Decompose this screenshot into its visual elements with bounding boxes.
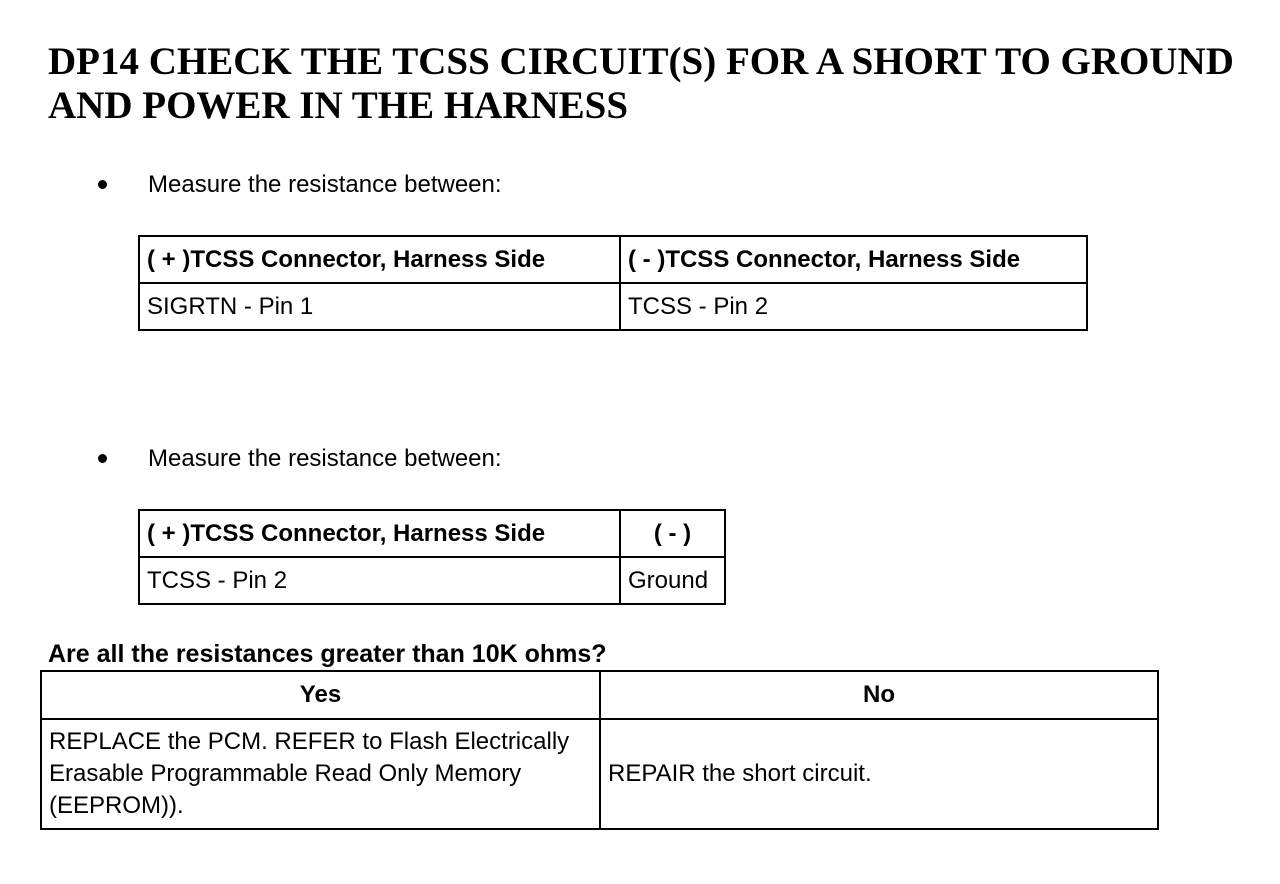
- plus-pin-cell: TCSS - Pin 2: [138, 556, 621, 605]
- plus-pin-cell: SIGRTN - Pin 1: [138, 282, 621, 331]
- bullet-dot-icon: [98, 180, 107, 189]
- page-title: DP14 CHECK THE TCSS CIRCUIT(S) FOR A SHO…: [48, 40, 1234, 127]
- minus-connector-header: ( - )TCSS Connector, Harness Side: [619, 235, 1088, 284]
- step1-measurement-table: ( + )TCSS Connector, Harness Side ( - )T…: [138, 235, 1088, 331]
- table-row: SIGRTN - Pin 1 TCSS - Pin 2: [138, 282, 1088, 331]
- step2-measurement-table: ( + )TCSS Connector, Harness Side ( - ) …: [138, 509, 726, 605]
- table-row: TCSS - Pin 2 Ground: [138, 556, 726, 605]
- table-row: REPLACE the PCM. REFER to Flash Electric…: [40, 718, 1159, 830]
- no-action-cell: REPAIR the short circuit.: [599, 718, 1159, 830]
- table-header-row: ( + )TCSS Connector, Harness Side ( - )T…: [138, 235, 1088, 284]
- no-header: No: [599, 670, 1159, 720]
- plus-connector-header: ( + )TCSS Connector, Harness Side: [138, 235, 621, 284]
- plus-connector-header: ( + )TCSS Connector, Harness Side: [138, 509, 621, 558]
- table-header-row: Yes No: [40, 670, 1159, 720]
- result-table: Yes No REPLACE the PCM. REFER to Flash E…: [40, 670, 1159, 830]
- step1-instruction: Measure the resistance between:: [148, 171, 502, 198]
- resistance-question: Are all the resistances greater than 10K…: [48, 640, 607, 668]
- table-header-row: ( + )TCSS Connector, Harness Side ( - ): [138, 509, 726, 558]
- yes-header: Yes: [40, 670, 601, 720]
- yes-action-cell: REPLACE the PCM. REFER to Flash Electric…: [40, 718, 601, 830]
- bullet-dot-icon: [98, 454, 107, 463]
- minus-header: ( - ): [619, 509, 726, 558]
- minus-pin-cell: TCSS - Pin 2: [619, 282, 1088, 331]
- ground-cell: Ground: [619, 556, 726, 605]
- step2-instruction: Measure the resistance between:: [148, 445, 502, 472]
